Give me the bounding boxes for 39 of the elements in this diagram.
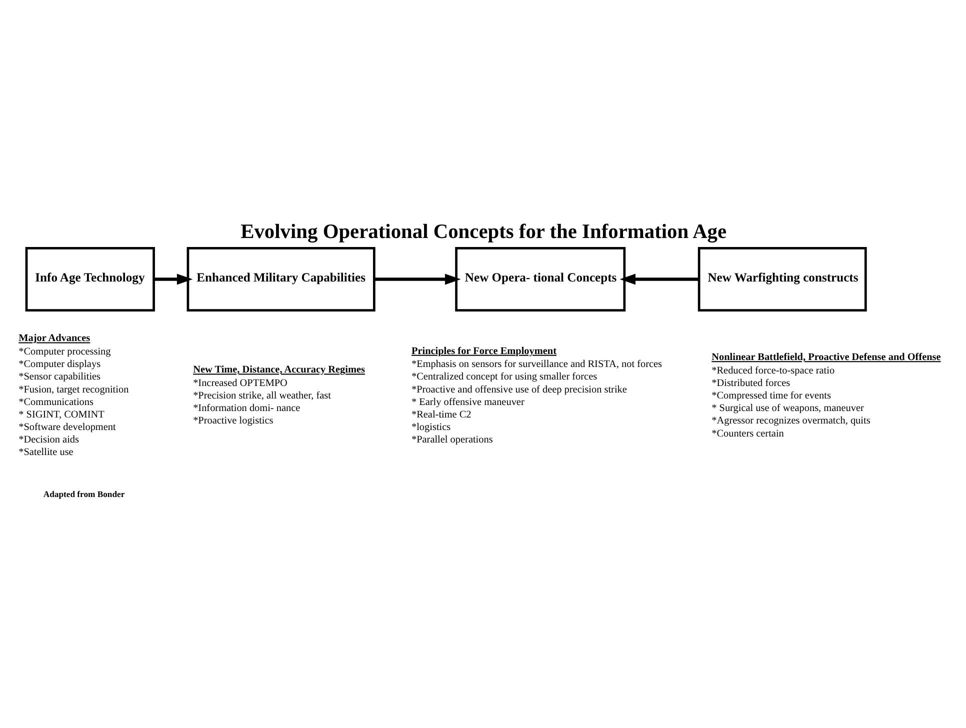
arrow [154,273,193,284]
label: *Software development [18,422,116,433]
label: * Surgical use of weapons, maneuver [712,402,864,414]
label: *Communications [18,396,94,408]
diagram-title: Evolving Operational Concepts for the Information Age [240,220,727,242]
label: *Fusion, target recognition [18,384,129,395]
arrow [374,273,461,284]
node-box: Enhanced Military Capabilities [186,246,376,311]
label: *Compressed time for events [712,390,831,402]
arrow [620,273,699,284]
label: *Sensor capabilities [18,371,101,382]
label: *Increased OPTEMPO [193,378,288,389]
label: * SIGINT, COMINT [18,408,104,420]
label: *Satellite use [18,446,74,458]
label: *Parallel operations [412,434,493,446]
label: *Proactive logistics [193,415,274,426]
label: *logistics [412,422,451,433]
label: Major Advances [18,332,90,344]
label: *Reduced force-to-space ratio [712,364,835,376]
label: *Emphasis on sensors for surveillance and RISTA, not forces [412,358,662,370]
node-box: New Opera- tional Concepts [455,246,626,311]
label: *Computer processing [18,346,111,358]
label: Nonlinear Battlefield, Proactive Defense and Offense [712,352,941,363]
label: *Proactive and offensive use of deep precision strike [412,384,627,395]
label: * Early offensive maneuver [412,396,524,408]
label: *Precision strike, all weather, fast [193,390,331,402]
label: *Counters certain [712,428,784,439]
label: *Agressor recognizes overmatch, quits [712,415,870,426]
node-box: New Warfighting constructs [698,246,867,311]
label: *Real-time C2 [412,408,472,420]
label: Adapted from Bonder [43,488,125,499]
label: *Computer displays [18,358,101,370]
node-box: Info Age Technology [25,246,155,311]
label: *Distributed forces [712,378,790,389]
label: *Centralized concept for using smaller forces [412,371,598,382]
label: *Decision aids [18,434,79,446]
label: *Information domi- nance [193,402,300,414]
label: Principles for Force Employment [412,345,556,356]
label: New Time, Distance, Accuracy Regimes [193,364,365,376]
